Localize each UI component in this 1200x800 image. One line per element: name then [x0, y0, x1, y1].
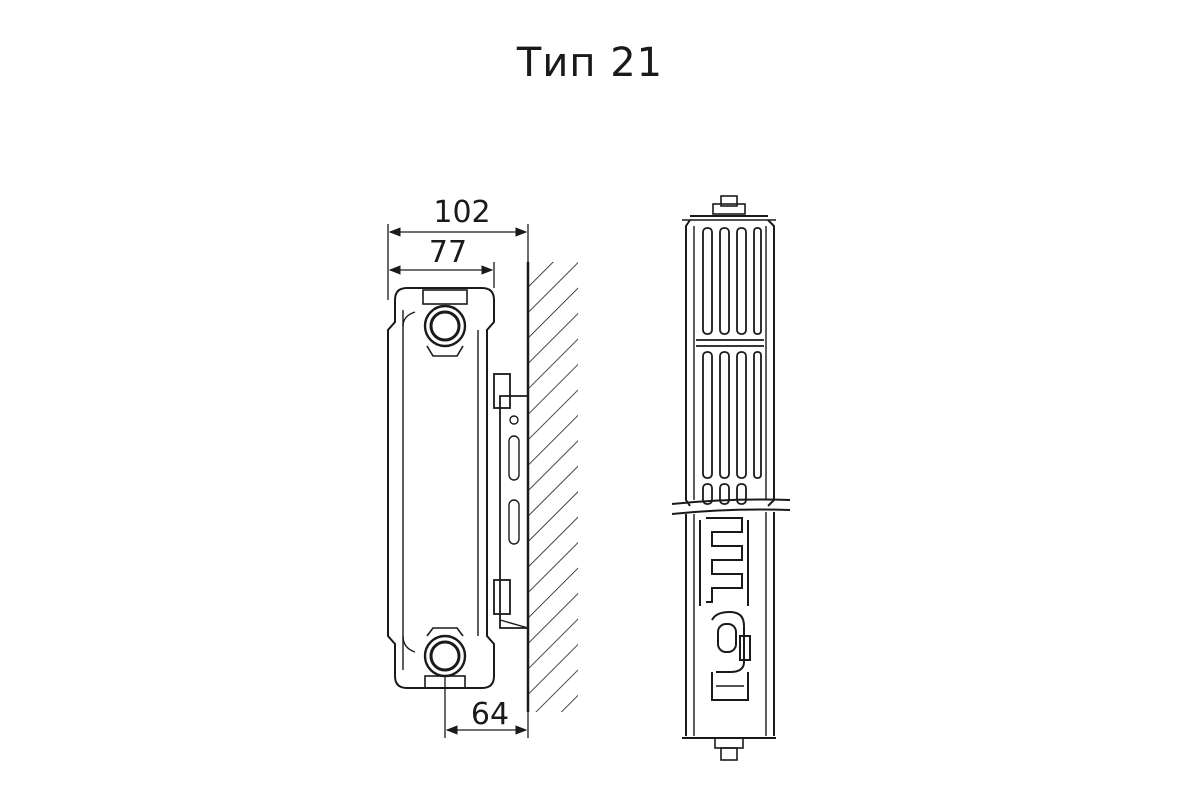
top-connection-port [422, 289, 468, 357]
valve-insert [711, 610, 751, 701]
bottom-plug [714, 737, 744, 761]
convector-fins-lower [702, 351, 762, 505]
internal-element [699, 517, 749, 606]
dimension-total-depth: 102 [433, 195, 490, 230]
lower-casing [682, 512, 776, 739]
wall-bracket [493, 373, 529, 629]
dimension-lines [387, 224, 529, 738]
diagram-title: Тип 21 [516, 40, 664, 86]
dimension-labels: 102 77 64 [429, 195, 509, 732]
top-vent-plug [712, 195, 746, 215]
convector-fins-upper [696, 227, 764, 347]
section-break [671, 498, 791, 515]
front-view [671, 195, 791, 761]
dimension-panel-depth: 77 [429, 235, 467, 270]
side-view [387, 224, 578, 738]
dimension-connection-offset: 64 [471, 697, 509, 732]
wall [526, 262, 578, 712]
radiator-side-body [387, 287, 495, 689]
